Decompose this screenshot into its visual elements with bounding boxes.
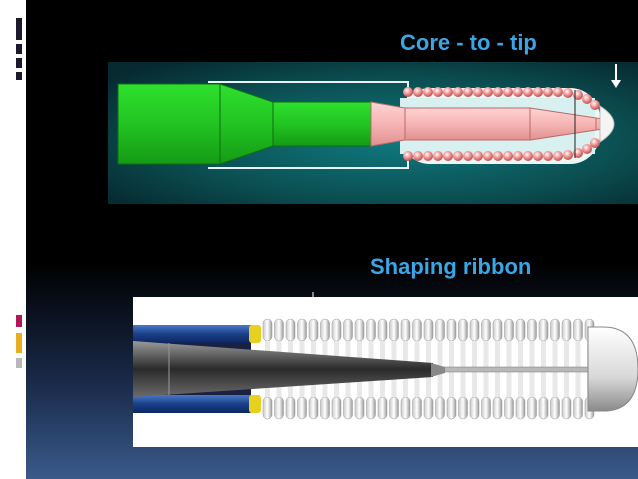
coil-ring-top — [561, 318, 572, 342]
accent-bar-dark — [16, 58, 22, 68]
coil-beads-top — [403, 87, 600, 110]
coil-ring-bottom — [331, 396, 342, 420]
coil-ring-bottom — [366, 396, 376, 420]
coil-ring-bottom — [377, 396, 388, 420]
coil-ring-bottom — [274, 396, 284, 420]
coil-ring-top — [446, 318, 457, 342]
accent-bar-dark — [16, 18, 22, 40]
core-green-main — [117, 83, 221, 165]
coil-ring-top — [377, 318, 388, 342]
shaping-ribbon — [432, 366, 589, 373]
coil-ring-bottom — [308, 396, 319, 420]
core-pink-taper — [370, 101, 406, 147]
blue-tubing-bottom — [133, 395, 251, 413]
coil-ring-bottom — [492, 396, 503, 420]
coil-ring-bottom — [400, 396, 411, 420]
down-arrow-icon — [611, 64, 621, 88]
coil-ring-top — [320, 318, 330, 342]
coil-ring-bottom — [469, 396, 480, 420]
shaping-ribbon-diagram — [133, 297, 638, 447]
coil-ring-top — [527, 318, 537, 342]
coil-ring-bottom — [423, 396, 434, 420]
coil-ring-top — [400, 318, 411, 342]
coil-ring-bottom — [550, 396, 560, 420]
gold-band-top — [249, 325, 261, 343]
coil-ring-bottom — [458, 396, 468, 420]
coil-ring-top — [469, 318, 480, 342]
coil-ring-top — [366, 318, 376, 342]
coil-ring-top — [308, 318, 319, 342]
coil-ring-top — [354, 318, 365, 342]
coil-ring-top — [389, 318, 399, 342]
coil-ring-bottom — [285, 396, 296, 420]
ribbon-tip-dome — [587, 326, 638, 412]
coil-ring-bottom — [320, 396, 330, 420]
coil-ring-bottom — [561, 396, 572, 420]
accent-bar-dark — [16, 44, 22, 54]
gold-band-bottom — [249, 395, 261, 413]
left-accent-strip — [0, 0, 26, 479]
coil-ring-bottom — [354, 396, 365, 420]
coil-ring-top — [515, 318, 526, 342]
coil-ring-bottom — [573, 396, 583, 420]
coil-ring-bottom — [538, 396, 549, 420]
coil-ring-top — [492, 318, 503, 342]
accent-bar-gray — [16, 358, 22, 368]
coil-ring-top — [573, 318, 583, 342]
core-wire — [133, 341, 433, 397]
core-green-narrow — [272, 101, 372, 147]
coil-ring-top — [538, 318, 549, 342]
caption-shaping-ribbon: Shaping ribbon — [370, 254, 532, 279]
coil-ring-top — [423, 318, 434, 342]
coil-ring-top — [262, 318, 273, 342]
coil-ring-top — [297, 318, 307, 342]
coil-ring-top — [331, 318, 342, 342]
coil-ring-bottom — [297, 396, 307, 420]
coil-ring-top — [343, 318, 353, 342]
coil-ring-top — [435, 318, 445, 342]
coil-ring-bottom — [262, 396, 273, 420]
tick-mark — [312, 292, 314, 300]
accent-bar-dark — [16, 72, 22, 80]
coil-ring-top — [504, 318, 514, 342]
coil-ring-top — [550, 318, 560, 342]
coil-ring-bottom — [435, 396, 445, 420]
coil-ring-bottom — [504, 396, 514, 420]
accent-bar-gold — [16, 333, 22, 353]
coil-ring-top — [412, 318, 422, 342]
core-pink-body — [404, 107, 531, 141]
coil-ring-top — [458, 318, 468, 342]
coil-ring-bottom — [343, 396, 353, 420]
coil-ring-top — [274, 318, 284, 342]
coil-ring-bottom — [481, 396, 491, 420]
coil-ring-top — [481, 318, 491, 342]
blue-tubing-top — [133, 325, 251, 343]
tip-dome — [599, 105, 615, 143]
coil-ring-bottom — [515, 396, 526, 420]
core-to-tip-diagram — [108, 62, 638, 204]
coil-ring-bottom — [446, 396, 457, 420]
coil-ring-bottom — [412, 396, 422, 420]
coil-ring-bottom — [527, 396, 537, 420]
accent-bar-magenta — [16, 315, 22, 327]
coil-ring-top — [285, 318, 296, 342]
coil-ring-bottom — [389, 396, 399, 420]
caption-core-to-tip: Core - to - tip — [400, 30, 537, 55]
